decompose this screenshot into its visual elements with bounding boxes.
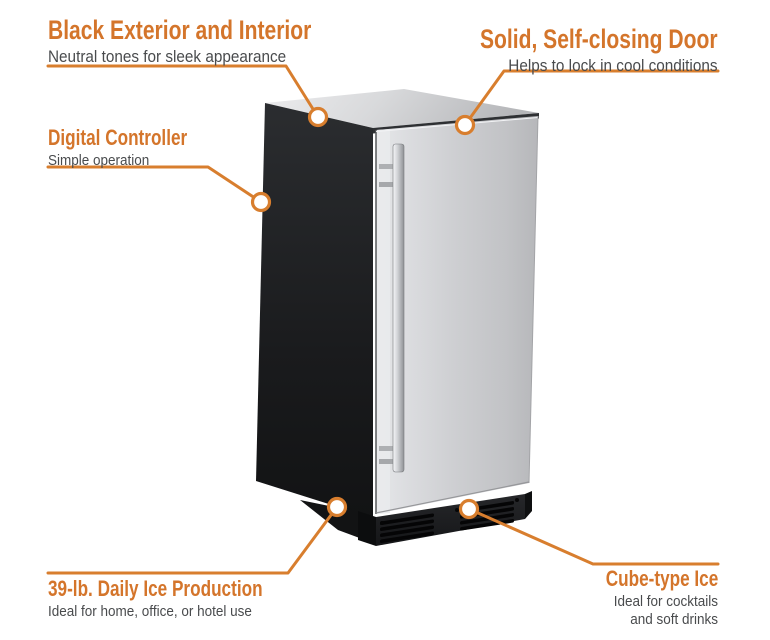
handle-bracket [379, 446, 395, 451]
door-handle [379, 143, 405, 473]
callout-subtitle: Ideal for cocktails and soft drinks [613, 593, 718, 628]
handle-bracket [379, 459, 395, 464]
callout-cube-ice: Cube-type Ice Ideal for cocktails and so… [574, 567, 718, 628]
door-hinge-strip [377, 129, 390, 514]
callout-dot-cube-ice [458, 498, 480, 520]
callout-title: Cube-type Ice [605, 566, 718, 591]
leader-lines [46, 64, 720, 575]
base-screw [380, 521, 384, 525]
door-bottom-edge [375, 481, 530, 514]
door-right-edge [528, 115, 539, 484]
callout-ice-production: 39-lb. Daily Ice Production Ideal for ho… [48, 577, 323, 621]
callout-dot-digital-controller [250, 191, 272, 213]
callout-digital-controller: Digital Controller Simple operation [48, 126, 226, 170]
callout-subtitle: Ideal for home, office, or hotel use [48, 603, 252, 621]
callout-title: Digital Controller [48, 125, 188, 150]
black-side-panel [256, 103, 373, 518]
handle-bracket [379, 164, 395, 169]
callout-title: Solid, Self-closing Door [480, 24, 718, 54]
callout-dot-black-exterior [307, 106, 329, 128]
callout-black-exterior: Black Exterior and Interior Neutral tone… [48, 16, 386, 67]
side-base-step [300, 500, 373, 543]
handle-bracket [379, 182, 395, 187]
callout-dot-self-closing-door [454, 114, 476, 136]
callout-subtitle: Helps to lock in cool conditions [508, 56, 718, 76]
callout-title: Black Exterior and Interior [48, 15, 312, 45]
leader-digital-controller [46, 165, 263, 204]
base-screw [455, 508, 459, 512]
callout-dot-ice-production [326, 496, 348, 518]
callout-subtitle: Simple operation [48, 152, 150, 170]
callout-title: 39-lb. Daily Ice Production [48, 576, 263, 601]
stainless-door [376, 116, 538, 514]
leader-black-exterior [46, 64, 320, 119]
base-right-facet [525, 491, 532, 519]
cabinet [256, 89, 539, 546]
handle-bar [392, 143, 405, 473]
callout-subtitle: Neutral tones for sleek appearance [48, 47, 287, 67]
base-left-facet [358, 511, 376, 546]
base-screw [515, 498, 519, 502]
leader-self-closing-door [463, 69, 720, 127]
callout-self-closing-door: Solid, Self-closing Door Helps to lock i… [413, 25, 718, 76]
leader-ice-production [46, 505, 339, 575]
leader-cube-ice [467, 507, 720, 566]
